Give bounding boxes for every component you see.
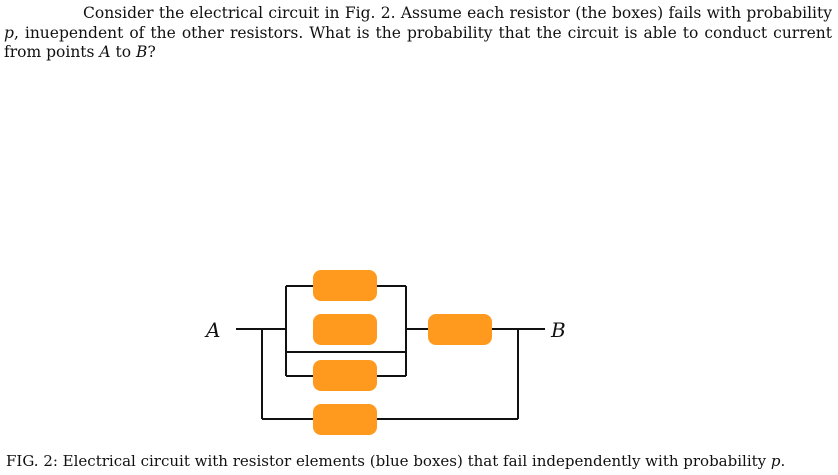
- resistor-5: [428, 314, 492, 345]
- variable-b: B: [136, 43, 148, 61]
- resistor-1: [313, 270, 377, 301]
- caption-text: FIG. 2: Electrical circuit with resistor…: [6, 452, 771, 470]
- resistor-3: [313, 360, 377, 391]
- question-text: Consider the electrical circuit in Fig. …: [4, 4, 832, 63]
- circuit-wires: [236, 285, 545, 420]
- caption-end: .: [780, 452, 786, 470]
- variable-a: A: [99, 43, 111, 61]
- node-a-label: A: [204, 318, 220, 342]
- question-part-3: to: [110, 43, 137, 61]
- question-part-4: ?: [147, 43, 156, 61]
- caption-variable-p: p: [770, 452, 781, 470]
- node-b-label: B: [550, 318, 566, 342]
- question-part-2: , inuependent of the other resistors. Wh…: [4, 23, 832, 62]
- figure-caption: FIG. 2: Electrical circuit with resistor…: [6, 452, 785, 470]
- resistor-2: [313, 314, 377, 345]
- question-part-1: Consider the electrical circuit in Fig. …: [83, 4, 832, 22]
- resistors: [313, 270, 492, 435]
- variable-p: p: [4, 23, 14, 42]
- resistor-4: [313, 404, 377, 435]
